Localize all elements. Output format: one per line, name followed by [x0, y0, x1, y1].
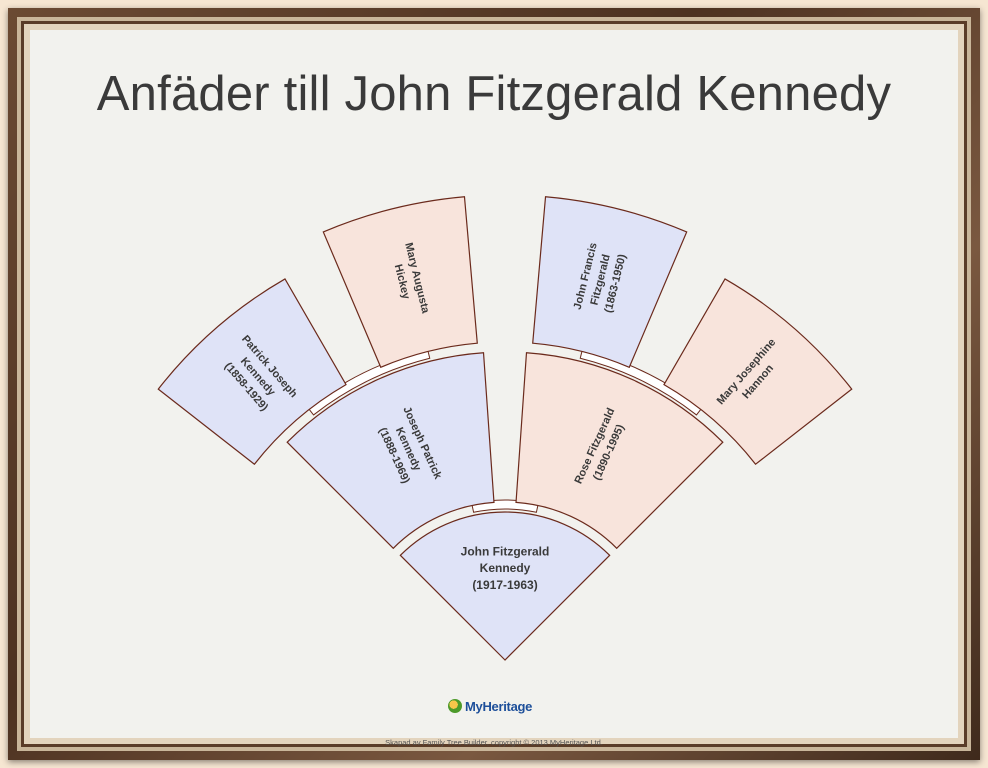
myheritage-logo: MyHeritage — [448, 696, 532, 716]
logo-text: MyHeritage — [465, 698, 533, 714]
person-box-paternal-grandfather — [157, 278, 347, 466]
chart-title: Anfäder till John Fitzgerald Kennedy — [96, 67, 892, 121]
person-line: Kennedy — [480, 561, 531, 575]
person-line: (1917-1963) — [472, 578, 537, 592]
person-box-father — [286, 352, 495, 550]
person-box-mother — [515, 352, 724, 550]
myheritage-logo-icon — [448, 699, 462, 713]
person-box-maternal-grandmother — [663, 278, 853, 466]
person-box-root — [399, 511, 611, 661]
person-box-maternal-grandfather — [532, 196, 688, 369]
person-line: John Fitzgerald — [461, 544, 550, 558]
person-box-paternal-grandmother — [322, 196, 478, 369]
copyright-footer: Skapad av Family Tree Builder, copyright… — [385, 738, 603, 747]
